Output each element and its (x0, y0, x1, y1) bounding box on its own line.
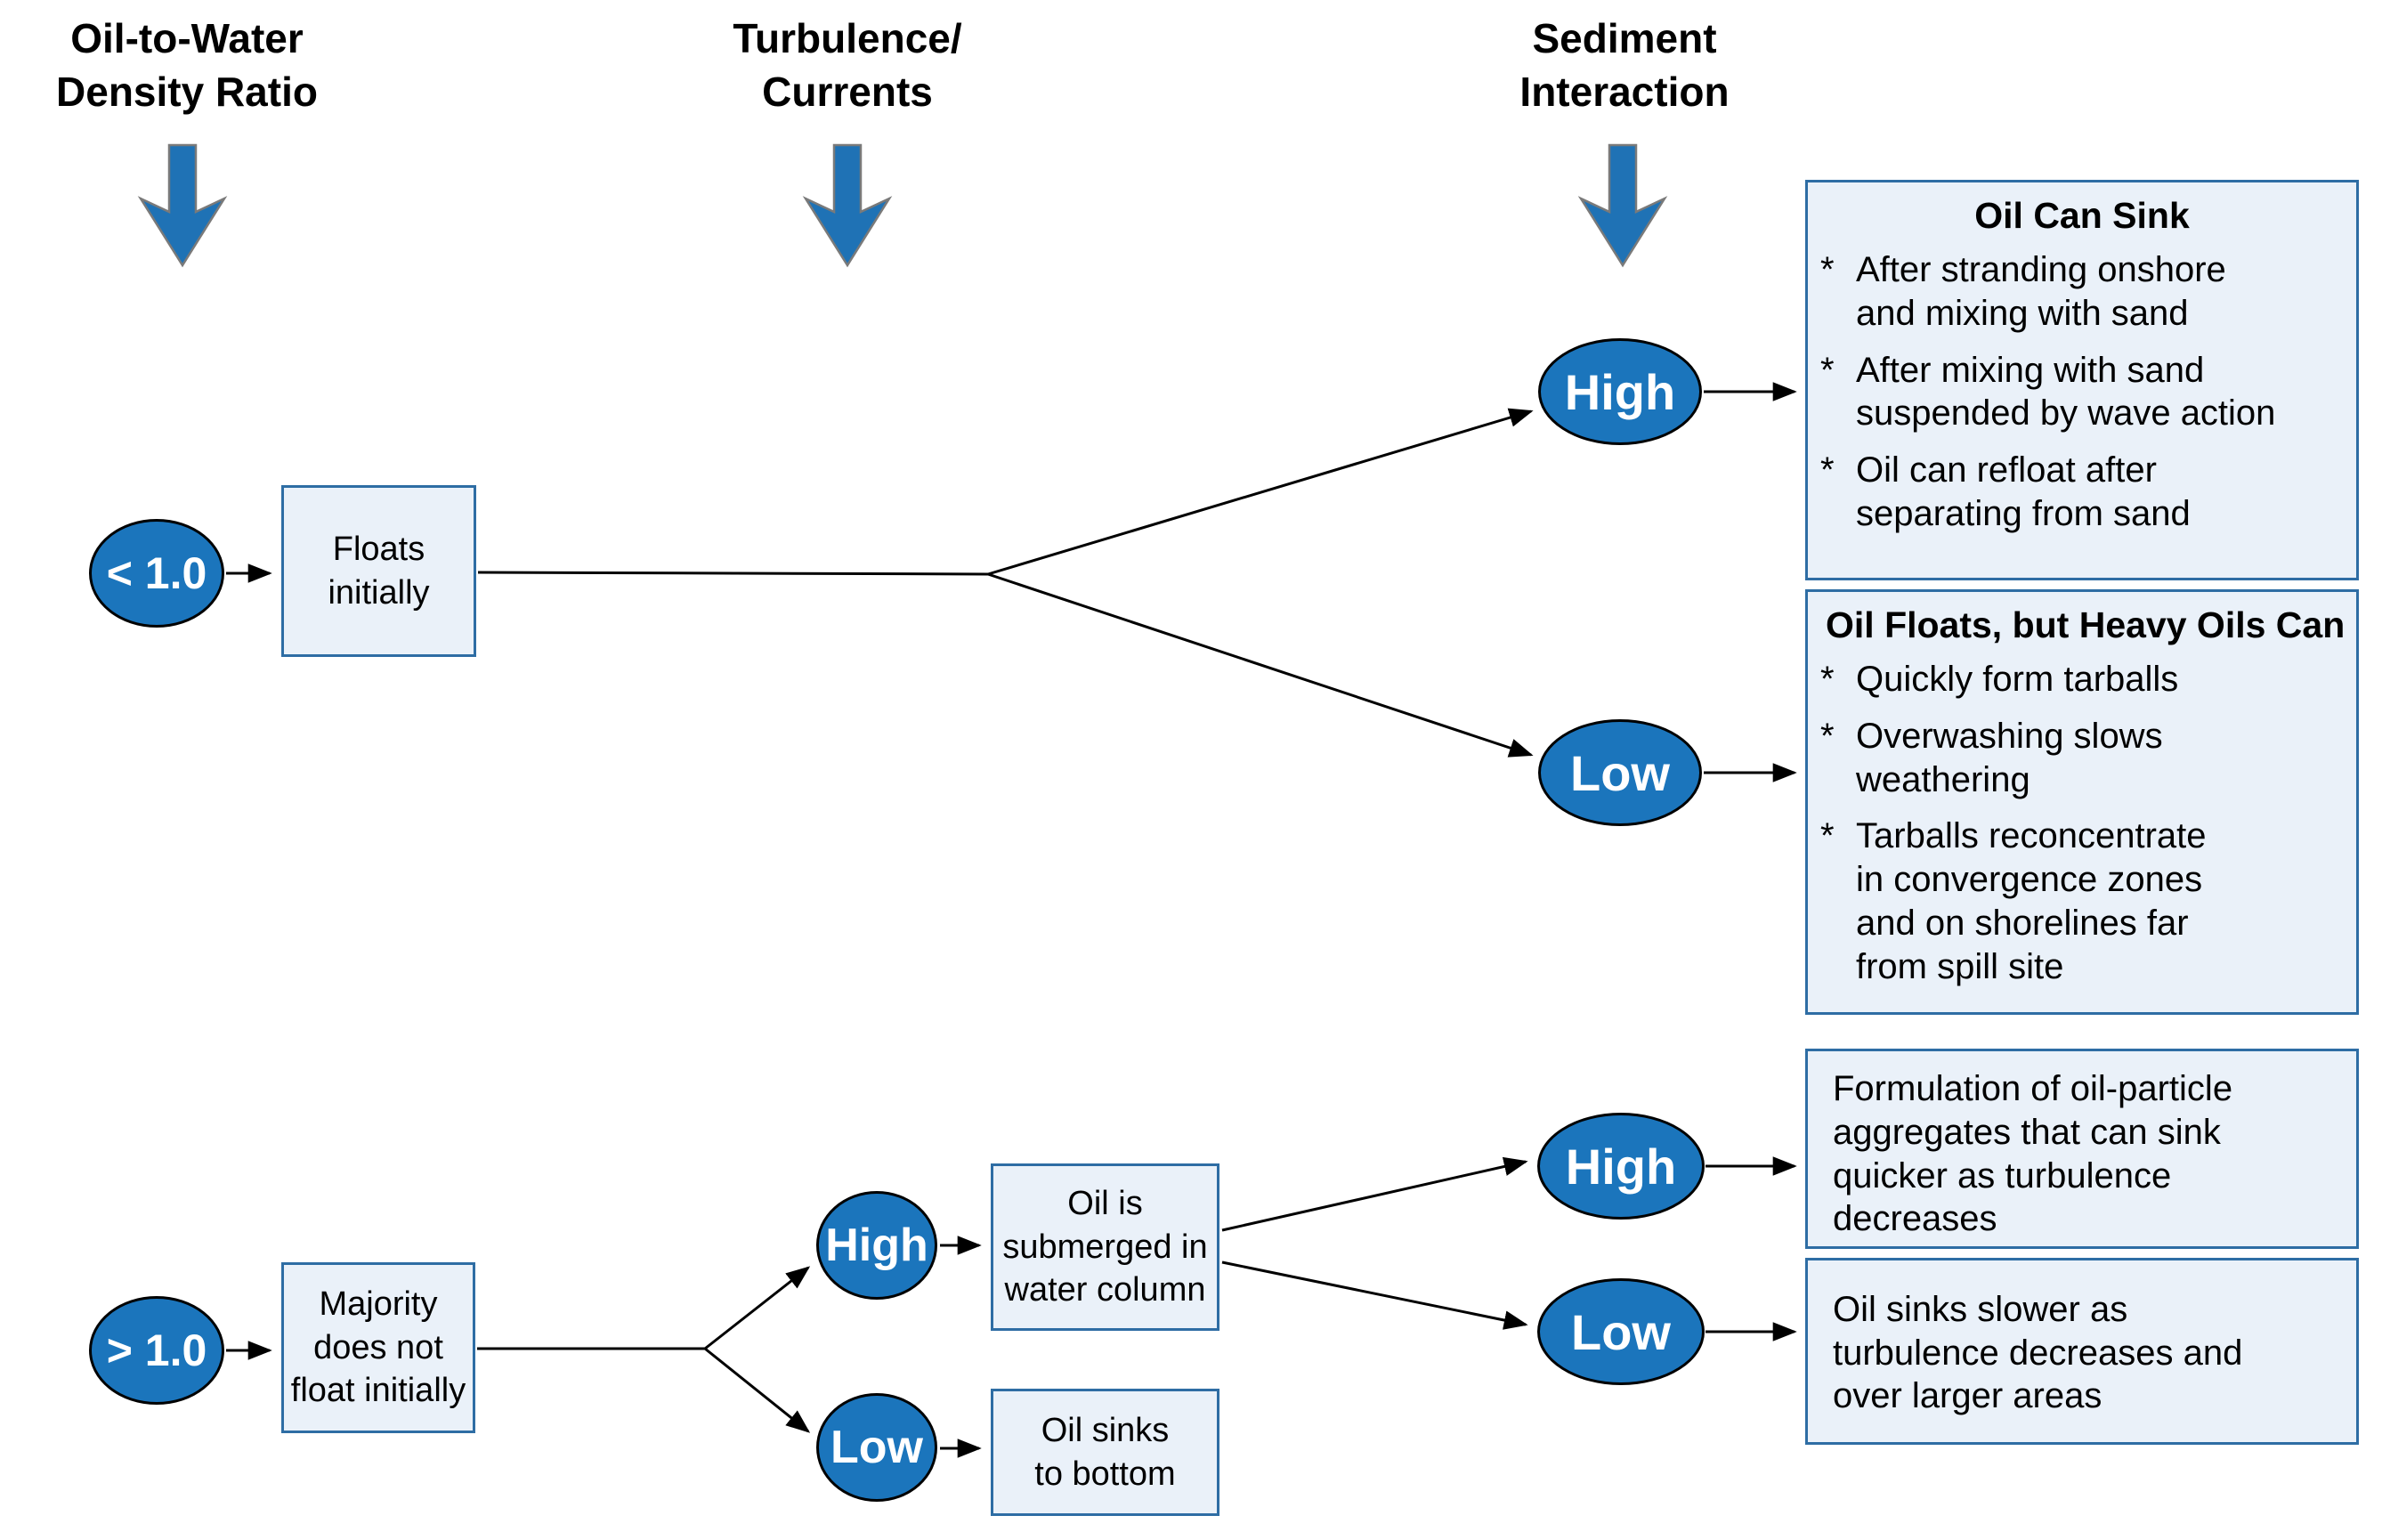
bullet-marker: * (1820, 450, 1835, 490)
bullet-marker: * (1820, 350, 1835, 390)
bullet-marker: * (1820, 816, 1835, 856)
bullet-item: * Tarballs reconcentrate in convergence … (1820, 815, 2344, 988)
sediment-down-block-arrow-icon (1579, 143, 1666, 267)
bullet-text: After stranding onshore and mixing with … (1856, 250, 2226, 333)
bullet-marker: * (1820, 250, 1835, 290)
box-floats-initially: Floats initially (281, 485, 476, 657)
outcome-box-oil-can-sink: Oil Can Sink * After stranding onshore a… (1805, 180, 2359, 580)
header-turbulence-currents: Turbulence/ Currents (733, 15, 962, 115)
bullet-marker: * (1820, 716, 1835, 756)
header-density-ratio: Oil-to-Water Density Ratio (56, 15, 318, 115)
node-sediment-high-bottom: High (1537, 1113, 1705, 1220)
box-oil-sinks-to-bottom: Oil sinks to bottom (991, 1389, 1219, 1516)
node-turbulence-high: High (816, 1191, 937, 1300)
bullet-text: Quickly form tarballs (1856, 660, 2179, 700)
node-sediment-low-top: Low (1538, 719, 1702, 826)
node-ratio-less-than-1: < 1.0 (89, 519, 224, 628)
bullet-item: * After mixing with sand suspended by wa… (1820, 349, 2344, 436)
bullet-item: * After stranding onshore and mixing wit… (1820, 248, 2344, 336)
connector-lines-top-flow (226, 382, 1797, 782)
outcome-box-oil-floats: Oil Floats, but Heavy Oils Can * Quickly… (1805, 589, 2359, 1015)
connector-lines-bottom-flow (226, 1156, 1797, 1458)
outcome-box-oil-sinks-slower: Oil sinks slower as turbulence decreases… (1805, 1258, 2359, 1445)
density-down-block-arrow-icon (139, 143, 226, 267)
outcome-text: Formulation of oil-particle aggregates t… (1833, 1069, 2233, 1239)
outcome-title: Oil Can Sink (1974, 195, 2190, 236)
outcome-box-oil-particle-aggregates: Formulation of oil-particle aggregates t… (1805, 1049, 2359, 1249)
bullet-text: Overwashing slows weathering (1856, 716, 2163, 799)
outcome-title: Oil Floats, but Heavy Oils Can (1826, 604, 2346, 645)
bullet-text: Oil can refloat after separating from sa… (1856, 450, 2191, 533)
header-sediment-interaction: Sediment Interaction (1519, 15, 1730, 115)
bullet-item: * Overwashing slows weathering (1820, 715, 2344, 802)
outcome-text: Oil sinks slower as turbulence decreases… (1833, 1289, 2243, 1416)
turbulence-down-block-arrow-icon (804, 143, 891, 267)
bullet-item: * Quickly form tarballs (1820, 658, 2344, 701)
box-oil-submerged: Oil is submerged in water column (991, 1163, 1219, 1331)
node-sediment-low-bottom: Low (1537, 1278, 1705, 1385)
bullet-item: * Oil can refloat after separating from … (1820, 449, 2344, 536)
bullet-marker: * (1820, 660, 1835, 700)
box-majority-does-not-float: Majority does not float initially (281, 1262, 475, 1433)
bullet-text: Tarballs reconcentrate in convergence zo… (1856, 816, 2207, 986)
node-ratio-greater-than-1: > 1.0 (89, 1296, 224, 1405)
node-sediment-high-top: High (1538, 338, 1702, 445)
node-turbulence-low: Low (816, 1393, 937, 1502)
bullet-text: After mixing with sand suspended by wave… (1856, 350, 2276, 434)
